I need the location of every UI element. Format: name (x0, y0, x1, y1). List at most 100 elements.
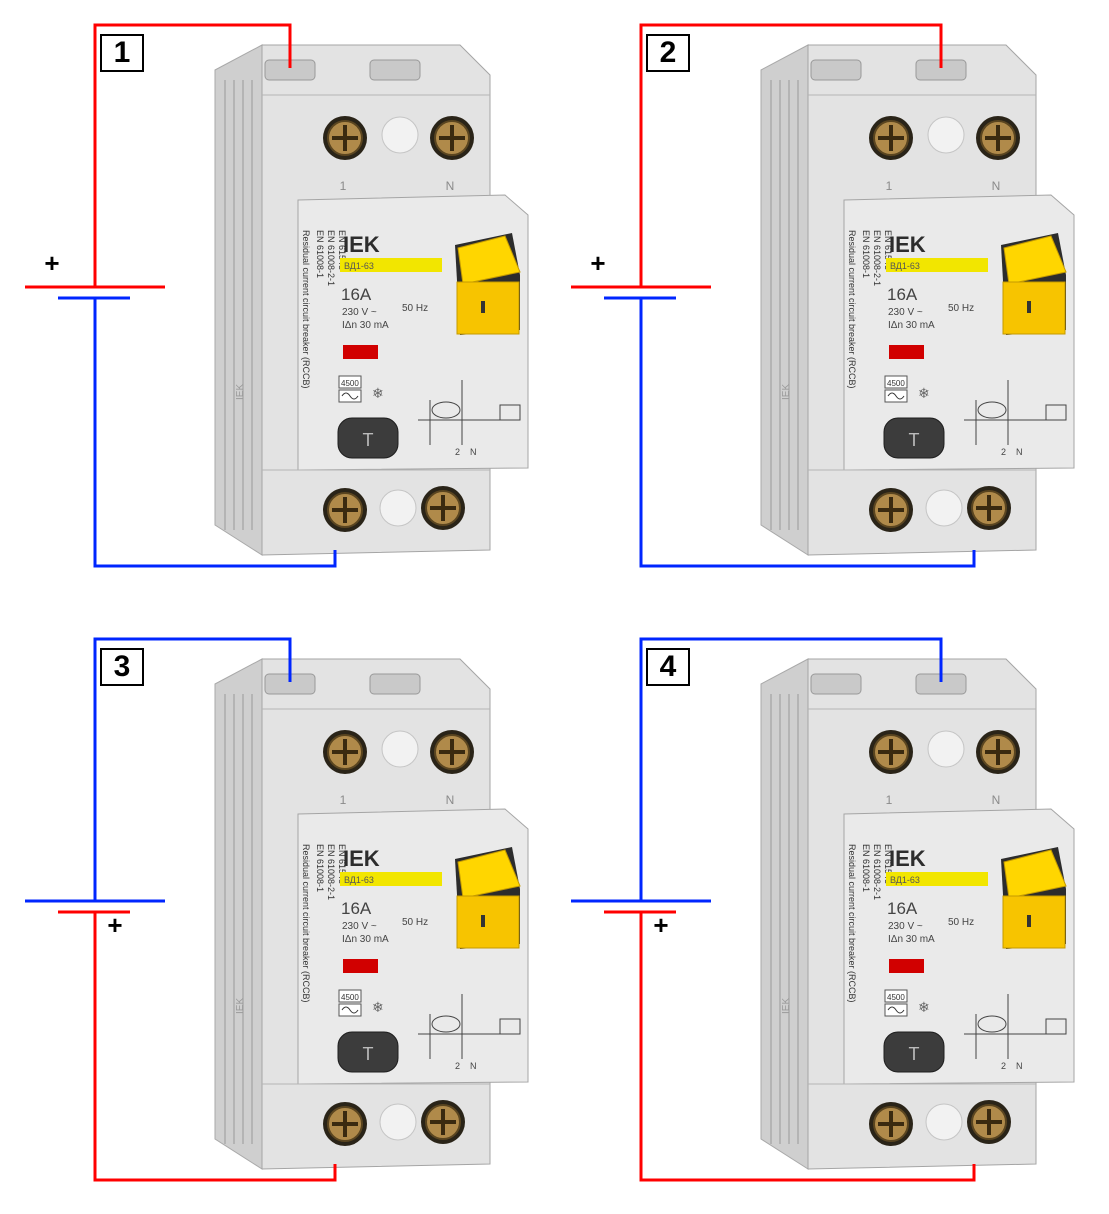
brand-logo: IEK (343, 232, 380, 257)
lever-body (456, 895, 520, 949)
terminal-screw-2 (869, 488, 913, 532)
terminal-screw-2 (323, 488, 367, 532)
standard-text: EN 61008-2-1 (326, 230, 336, 286)
standard-text: EN 61008-2-1 (872, 844, 882, 900)
lever-top (457, 235, 521, 285)
rccb-device: IEK 1 N Residual current circuit breaker (R… (760, 658, 1075, 1170)
lever-body (456, 281, 520, 335)
voltage-text: 230 V ~ (342, 921, 377, 932)
center-hole (927, 116, 965, 154)
wire-slot-right (369, 673, 421, 695)
wire-slot-left (810, 673, 862, 695)
lever-top (457, 849, 521, 899)
terminal-label-n: N (992, 793, 1001, 807)
circuit-schematic (418, 380, 521, 445)
test-button-label: T (363, 1044, 374, 1064)
standard-text: EN 61543 (883, 844, 893, 884)
schematic-label-2: 2 (1001, 1061, 1006, 1071)
screw-slot (878, 125, 904, 151)
standard-text: EN 61008-2-1 (872, 230, 882, 286)
rating-text: 16A (341, 899, 372, 918)
model-text: ВД1-63 (344, 261, 374, 271)
terminal-screw-n (430, 116, 474, 160)
center-hole (927, 730, 965, 768)
terminal-screw-2 (323, 1102, 367, 1146)
terminal-screw-1 (869, 730, 913, 774)
capacity-text: 4500 (887, 993, 905, 1002)
standard-text: EN 61008-1 (315, 844, 325, 892)
terminal-label-1: 1 (886, 793, 893, 807)
schematic-coil (977, 1015, 1007, 1033)
model-stripe (340, 258, 442, 272)
screw-slot (976, 495, 1002, 521)
screw-slot (878, 739, 904, 765)
screw-slot (439, 739, 465, 765)
schematic-lines (964, 994, 1067, 1059)
terminal-screw-2 (869, 1102, 913, 1146)
brand-logo: IEK (889, 846, 926, 871)
panel-number: 4 (646, 648, 690, 686)
screw-slot (878, 497, 904, 523)
side-print-text: Residual current circuit breaker (RCCB) (301, 844, 311, 1003)
lever-top (1003, 849, 1067, 899)
voltage-text: 230 V ~ (342, 307, 377, 318)
terminal-screw-n (430, 730, 474, 774)
terminal-screw-n (976, 116, 1020, 160)
leakage-text: IΔn 30 mA (342, 934, 389, 945)
device-side (214, 658, 263, 1170)
voltage-text: 230 V ~ (888, 307, 923, 318)
bottom-wire (93, 298, 337, 568)
schematic-label-2: 2 (455, 1061, 460, 1071)
ac-wave-icon (341, 392, 359, 400)
center-hole (381, 116, 419, 154)
frequency-text: 50 Hz (402, 917, 428, 928)
schematic-label-2: 2 (1001, 447, 1006, 457)
terminal-screw-n-bottom (421, 486, 465, 530)
standard-text: EN 61008-1 (861, 844, 871, 892)
circuit-schematic (418, 994, 521, 1059)
bottom-wire (639, 912, 976, 1182)
terminal-screw-n (976, 730, 1020, 774)
test-button (337, 1031, 399, 1073)
plus-sign: + (44, 248, 59, 278)
bottom-center-hole (379, 1103, 417, 1141)
terminal-screw-n-bottom (967, 486, 1011, 530)
top-wire (639, 637, 943, 901)
capacity-text: 4500 (341, 379, 359, 388)
bottom-center-hole (925, 489, 963, 527)
frequency-text: 50 Hz (402, 303, 428, 314)
snowflake-icon: ❄ (372, 1000, 384, 1016)
terminal-label-1: 1 (340, 179, 347, 193)
terminal-label-n: N (446, 179, 455, 193)
schematic-lines (418, 994, 521, 1059)
ac-wave-icon (887, 1006, 905, 1014)
capacity-box (338, 375, 362, 389)
snowflake-icon: ❄ (372, 386, 384, 402)
top-wire (93, 23, 292, 287)
top-wire (639, 23, 943, 287)
model-text: ВД1-63 (890, 875, 920, 885)
device-side (760, 44, 809, 556)
capacity-text: 4500 (887, 379, 905, 388)
screw-slot (985, 739, 1011, 765)
trip-indicator (343, 959, 378, 973)
screw-slot (332, 125, 358, 151)
panel-4: IEK 1 N Residual current circuit breaker (R… (546, 614, 1100, 1214)
leakage-text: IΔn 30 mA (342, 320, 389, 331)
bottom-center-hole (925, 1103, 963, 1141)
terminal-screw-n-bottom (967, 1100, 1011, 1144)
screw-slot (439, 125, 465, 151)
brand-side-text: IEK (781, 998, 792, 1014)
circuit-schematic (964, 380, 1067, 445)
leakage-text: IΔn 30 mA (888, 934, 935, 945)
test-button (883, 417, 945, 459)
trip-indicator (343, 345, 378, 359)
circuit-schematic (964, 994, 1067, 1059)
side-print-text: Residual current circuit breaker (RCCB) (847, 844, 857, 1003)
lever-mark (481, 915, 485, 927)
ac-wave-icon (341, 1006, 359, 1014)
